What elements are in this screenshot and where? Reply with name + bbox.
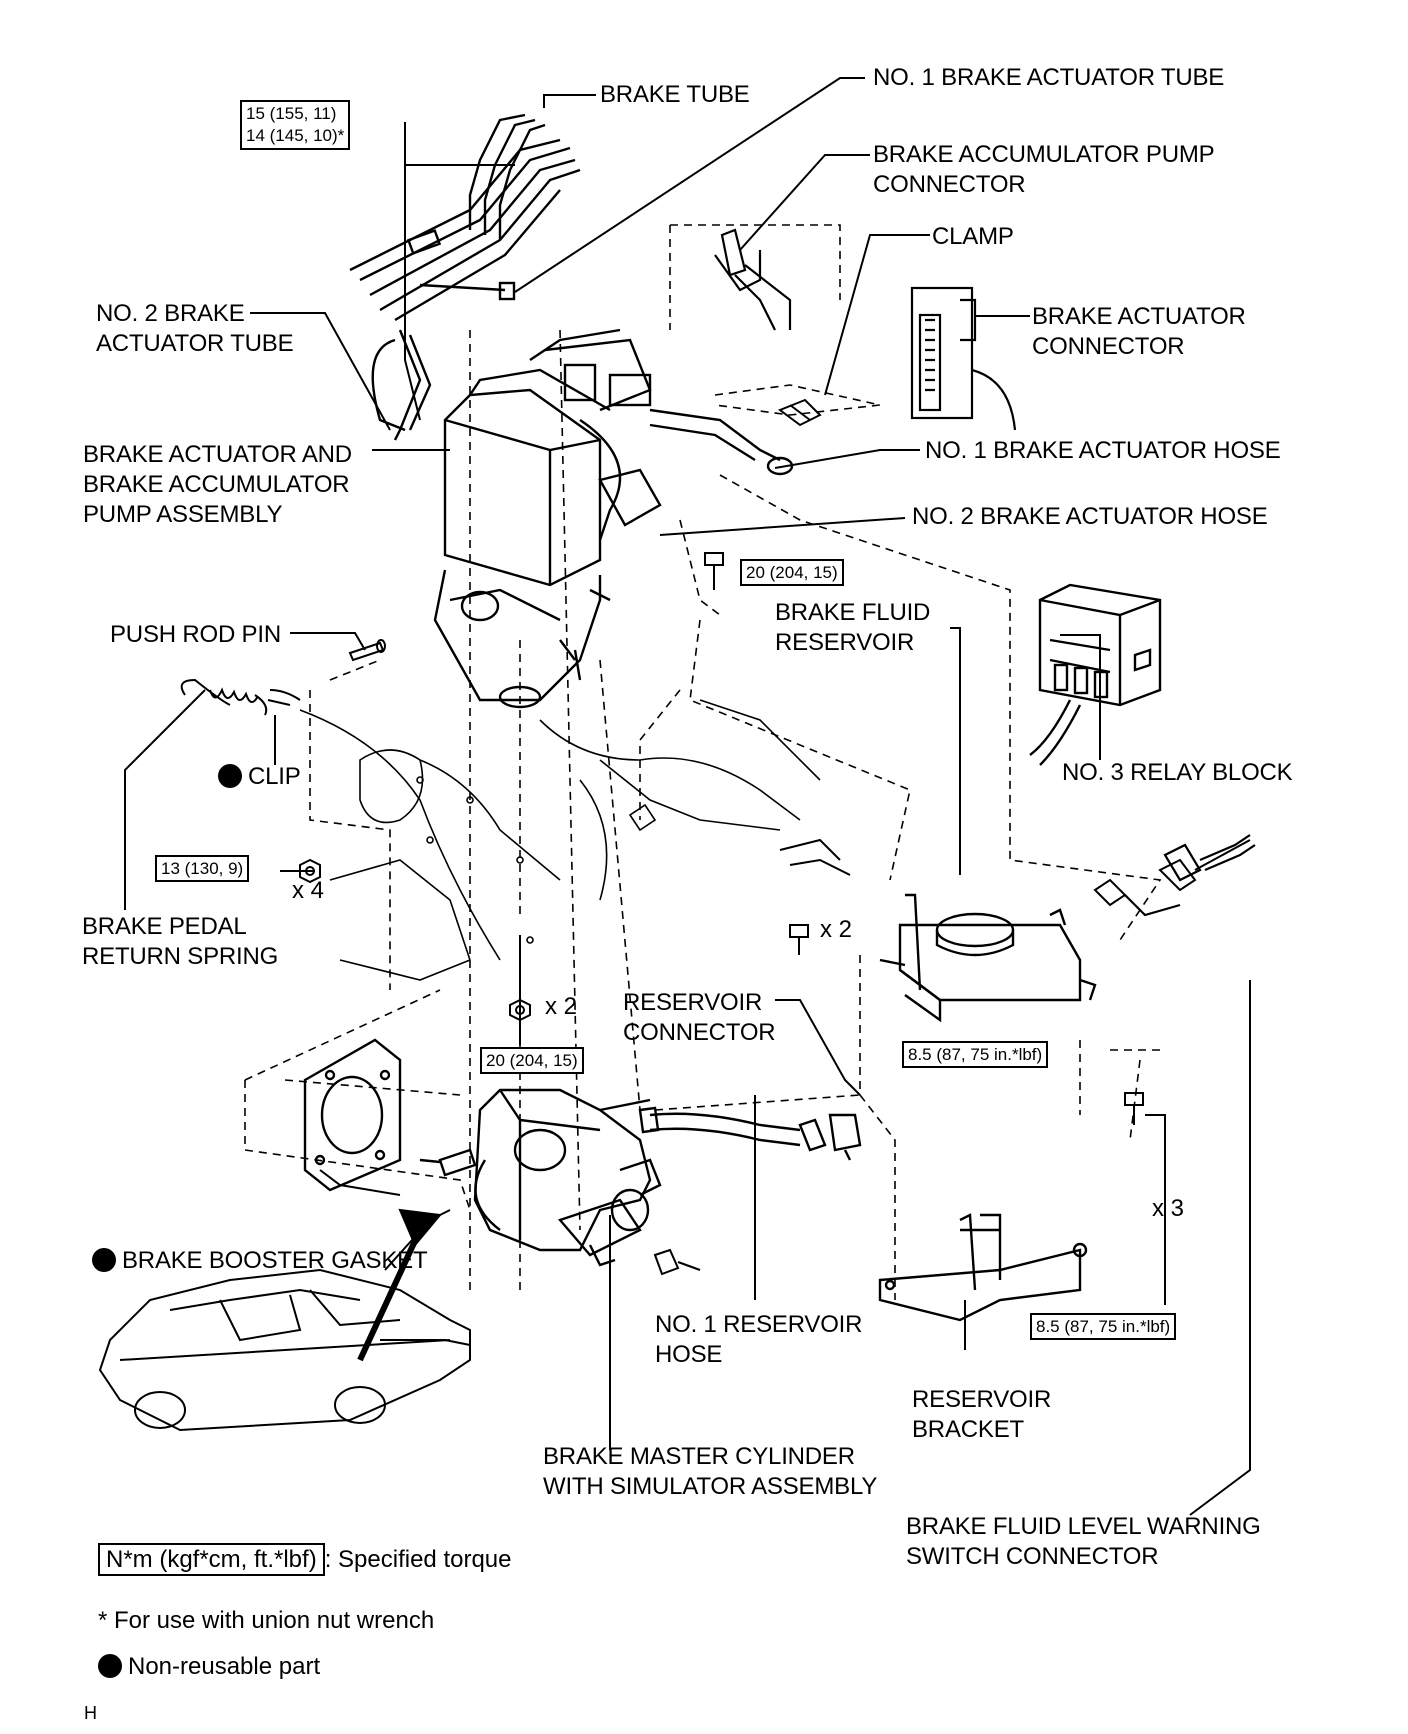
leader-lines bbox=[124, 77, 1251, 1516]
label-no1-brake-actuator-tube: NO. 1 BRAKE ACTUATOR TUBE bbox=[873, 64, 1225, 91]
no1-reservoir-hose bbox=[638, 1106, 862, 1161]
master-cylinder-nut bbox=[509, 998, 531, 1022]
label-clamp: CLAMP bbox=[932, 223, 1014, 250]
label-clip-text: CLIP bbox=[248, 763, 301, 790]
qty-master-cylinder-nut: x 2 bbox=[545, 993, 578, 1020]
warning-connector bbox=[1124, 834, 1256, 917]
location-arrow-shaft bbox=[357, 1228, 423, 1362]
brake-tubes bbox=[349, 113, 581, 441]
relay-block bbox=[1029, 583, 1162, 766]
label-brake-actuator-and-pump-assembly: BRAKE ACTUATOR AND BRAKE ACCUMULATOR PUM… bbox=[83, 441, 352, 528]
label-brake-fluid-level-warning-switch-connector: BRAKE FLUID LEVEL WARNING SWITCH CONNECT… bbox=[906, 1513, 1261, 1570]
torque-master-cylinder-nut: 20 (204, 15) bbox=[480, 1047, 584, 1074]
torque-bracket-bolt: 8.5 (87, 75 in.*lbf) bbox=[1030, 1313, 1177, 1340]
qty-pedal-nut: x 4 bbox=[292, 877, 325, 904]
non-reusable-marker-icon bbox=[98, 1654, 122, 1678]
reservoir-hoses bbox=[779, 838, 1251, 907]
pedal-nut bbox=[299, 858, 321, 884]
label-no1-brake-actuator-hose: NO. 1 BRAKE ACTUATOR HOSE bbox=[925, 437, 1281, 464]
label-brake-pedal-return-spring: BRAKE PEDAL RETURN SPRING bbox=[82, 913, 279, 970]
label-no2-brake-actuator-tube: NO. 2 BRAKE ACTUATOR TUBE bbox=[96, 300, 294, 357]
actuator-bolt bbox=[704, 552, 724, 590]
torque-reservoir-bolt: 8.5 (87, 75 in.*lbf) bbox=[902, 1041, 1049, 1068]
legend-torque-units: N*m (kgf*cm, ft.*lbf) bbox=[98, 1543, 325, 1576]
actuator-assembly bbox=[433, 328, 794, 709]
torque-pedal-nut: 13 (130, 9) bbox=[155, 855, 250, 882]
label-no1-reservoir-hose: NO. 1 RESERVOIR HOSE bbox=[655, 1311, 863, 1368]
qty-bracket-bolt: x 3 bbox=[1152, 1195, 1185, 1222]
reservoir-bracket bbox=[878, 1213, 1088, 1322]
label-no2-brake-actuator-hose: NO. 2 BRAKE ACTUATOR HOSE bbox=[912, 503, 1268, 530]
non-reusable-marker-icon bbox=[218, 764, 242, 788]
label-brake-actuator-connector: BRAKE ACTUATOR CONNECTOR bbox=[1032, 303, 1246, 360]
reservoir-bolt bbox=[789, 924, 809, 955]
label-clip: CLIP bbox=[218, 762, 301, 792]
clamp bbox=[777, 398, 822, 427]
legend-torque-desc: : Specified torque bbox=[324, 1546, 512, 1573]
booster-gasket bbox=[303, 1038, 402, 1192]
bracket-bolt bbox=[1124, 1092, 1144, 1125]
fluid-reservoir bbox=[879, 893, 1097, 1023]
label-brake-booster-gasket: BRAKE BOOSTER GASKET bbox=[92, 1246, 428, 1276]
master-cylinder bbox=[419, 1088, 662, 1267]
qty-reservoir-bolt: x 2 bbox=[820, 916, 853, 943]
legend-union-note: * For use with union nut wrench bbox=[98, 1607, 435, 1634]
firewall-panel bbox=[299, 699, 821, 981]
label-brake-tube: BRAKE TUBE bbox=[600, 81, 750, 108]
corner-mark: H bbox=[84, 1703, 97, 1723]
label-no3-relay-block: NO. 3 RELAY BLOCK bbox=[1062, 759, 1293, 786]
legend-non-reusable-text: Non-reusable part bbox=[128, 1653, 321, 1680]
label-brake-booster-gasket-text: BRAKE BOOSTER GASKET bbox=[122, 1247, 428, 1274]
legend-torque: N*m (kgf*cm, ft.*lbf): Specified torque bbox=[98, 1543, 512, 1576]
label-brake-master-cylinder: BRAKE MASTER CYLINDER WITH SIMULATOR ASS… bbox=[543, 1443, 878, 1500]
label-brake-fluid-reservoir: BRAKE FLUID RESERVOIR bbox=[775, 599, 931, 656]
label-reservoir-connector: RESERVOIR CONNECTOR bbox=[623, 989, 776, 1046]
pedal-parts bbox=[180, 639, 386, 716]
legend-non-reusable: Non-reusable part bbox=[98, 1652, 320, 1682]
hose-clamp bbox=[653, 1248, 701, 1276]
non-reusable-marker-icon bbox=[92, 1248, 116, 1272]
label-reservoir-bracket: RESERVOIR BRACKET bbox=[912, 1386, 1052, 1443]
torque-actuator-bolt: 20 (204, 15) bbox=[740, 559, 844, 586]
actuator-connector bbox=[910, 286, 1017, 431]
label-push-rod-pin: PUSH ROD PIN bbox=[110, 621, 281, 648]
torque-brake-tube: 15 (155, 11) 14 (145, 10)* bbox=[240, 100, 351, 150]
location-arrow-head bbox=[398, 1208, 442, 1247]
pump-connector bbox=[714, 228, 792, 331]
label-brake-accumulator-pump-connector: BRAKE ACCUMULATOR PUMP CONNECTOR bbox=[873, 141, 1215, 198]
